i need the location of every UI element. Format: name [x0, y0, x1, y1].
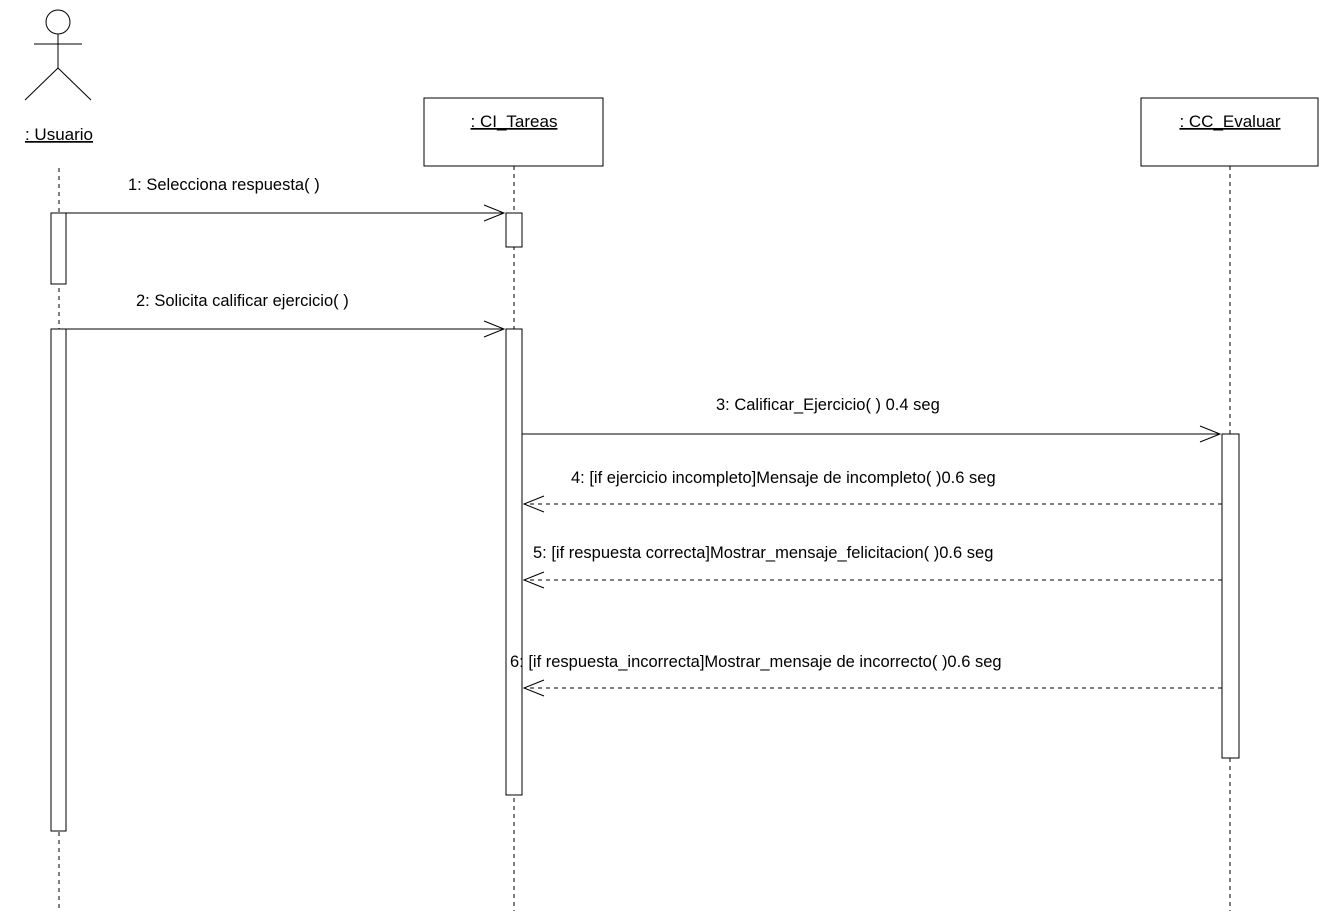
message-3: 3: Calificar_Ejercicio( ) 0.4 seg [522, 396, 1222, 443]
activation-usuario-1 [50, 212, 67, 285]
participant-ci-tareas-label: : CI_Tareas [471, 112, 558, 131]
actor-stick-figure-icon [24, 9, 92, 101]
activation-ci-tareas-2 [505, 328, 523, 796]
activation-ci-tareas-1 [505, 212, 523, 248]
message-6: 6: [if respuesta_incorrecta]Mostrar_mens… [510, 653, 1222, 697]
message-1-label: 1: Selecciona respuesta( ) [128, 176, 320, 194]
message-2: 2: Solicita calificar ejercicio( ) [66, 292, 506, 338]
message-6-arrowhead [522, 679, 545, 697]
message-5: 5: [if respuesta correcta]Mostrar_mensaj… [522, 544, 1222, 589]
message-1-arrowhead [483, 204, 506, 222]
message-5-arrowhead [522, 571, 545, 589]
message-5-label: 5: [if respuesta correcta]Mostrar_mensaj… [533, 544, 993, 562]
message-3-label: 3: Calificar_Ejercicio( ) 0.4 seg [716, 396, 940, 414]
message-6-label: 6: [if respuesta_incorrecta]Mostrar_mens… [510, 653, 1002, 671]
participant-cc-evaluar-box [1140, 97, 1319, 167]
actor-usuario: : Usuario [24, 9, 93, 144]
message-2-arrowhead [483, 320, 506, 338]
message-4: 4: [if ejercicio incompleto]Mensaje de i… [522, 469, 1222, 513]
message-4-label: 4: [if ejercicio incompleto]Mensaje de i… [571, 469, 996, 487]
message-3-arrowhead [1199, 425, 1222, 443]
actor-usuario-label: : Usuario [25, 125, 93, 144]
participant-ci-tareas: : CI_Tareas [423, 97, 604, 167]
activation-usuario-2 [50, 328, 67, 832]
message-1: 1: Selecciona respuesta( ) [66, 176, 506, 222]
participant-ci-tareas-box [423, 97, 604, 167]
message-2-label: 2: Solicita calificar ejercicio( ) [136, 292, 349, 310]
participant-cc-evaluar-label: : CC_Evaluar [1179, 112, 1280, 131]
participant-cc-evaluar: : CC_Evaluar [1140, 97, 1319, 167]
message-4-arrowhead [522, 495, 545, 513]
activation-cc-evaluar [1221, 433, 1240, 759]
